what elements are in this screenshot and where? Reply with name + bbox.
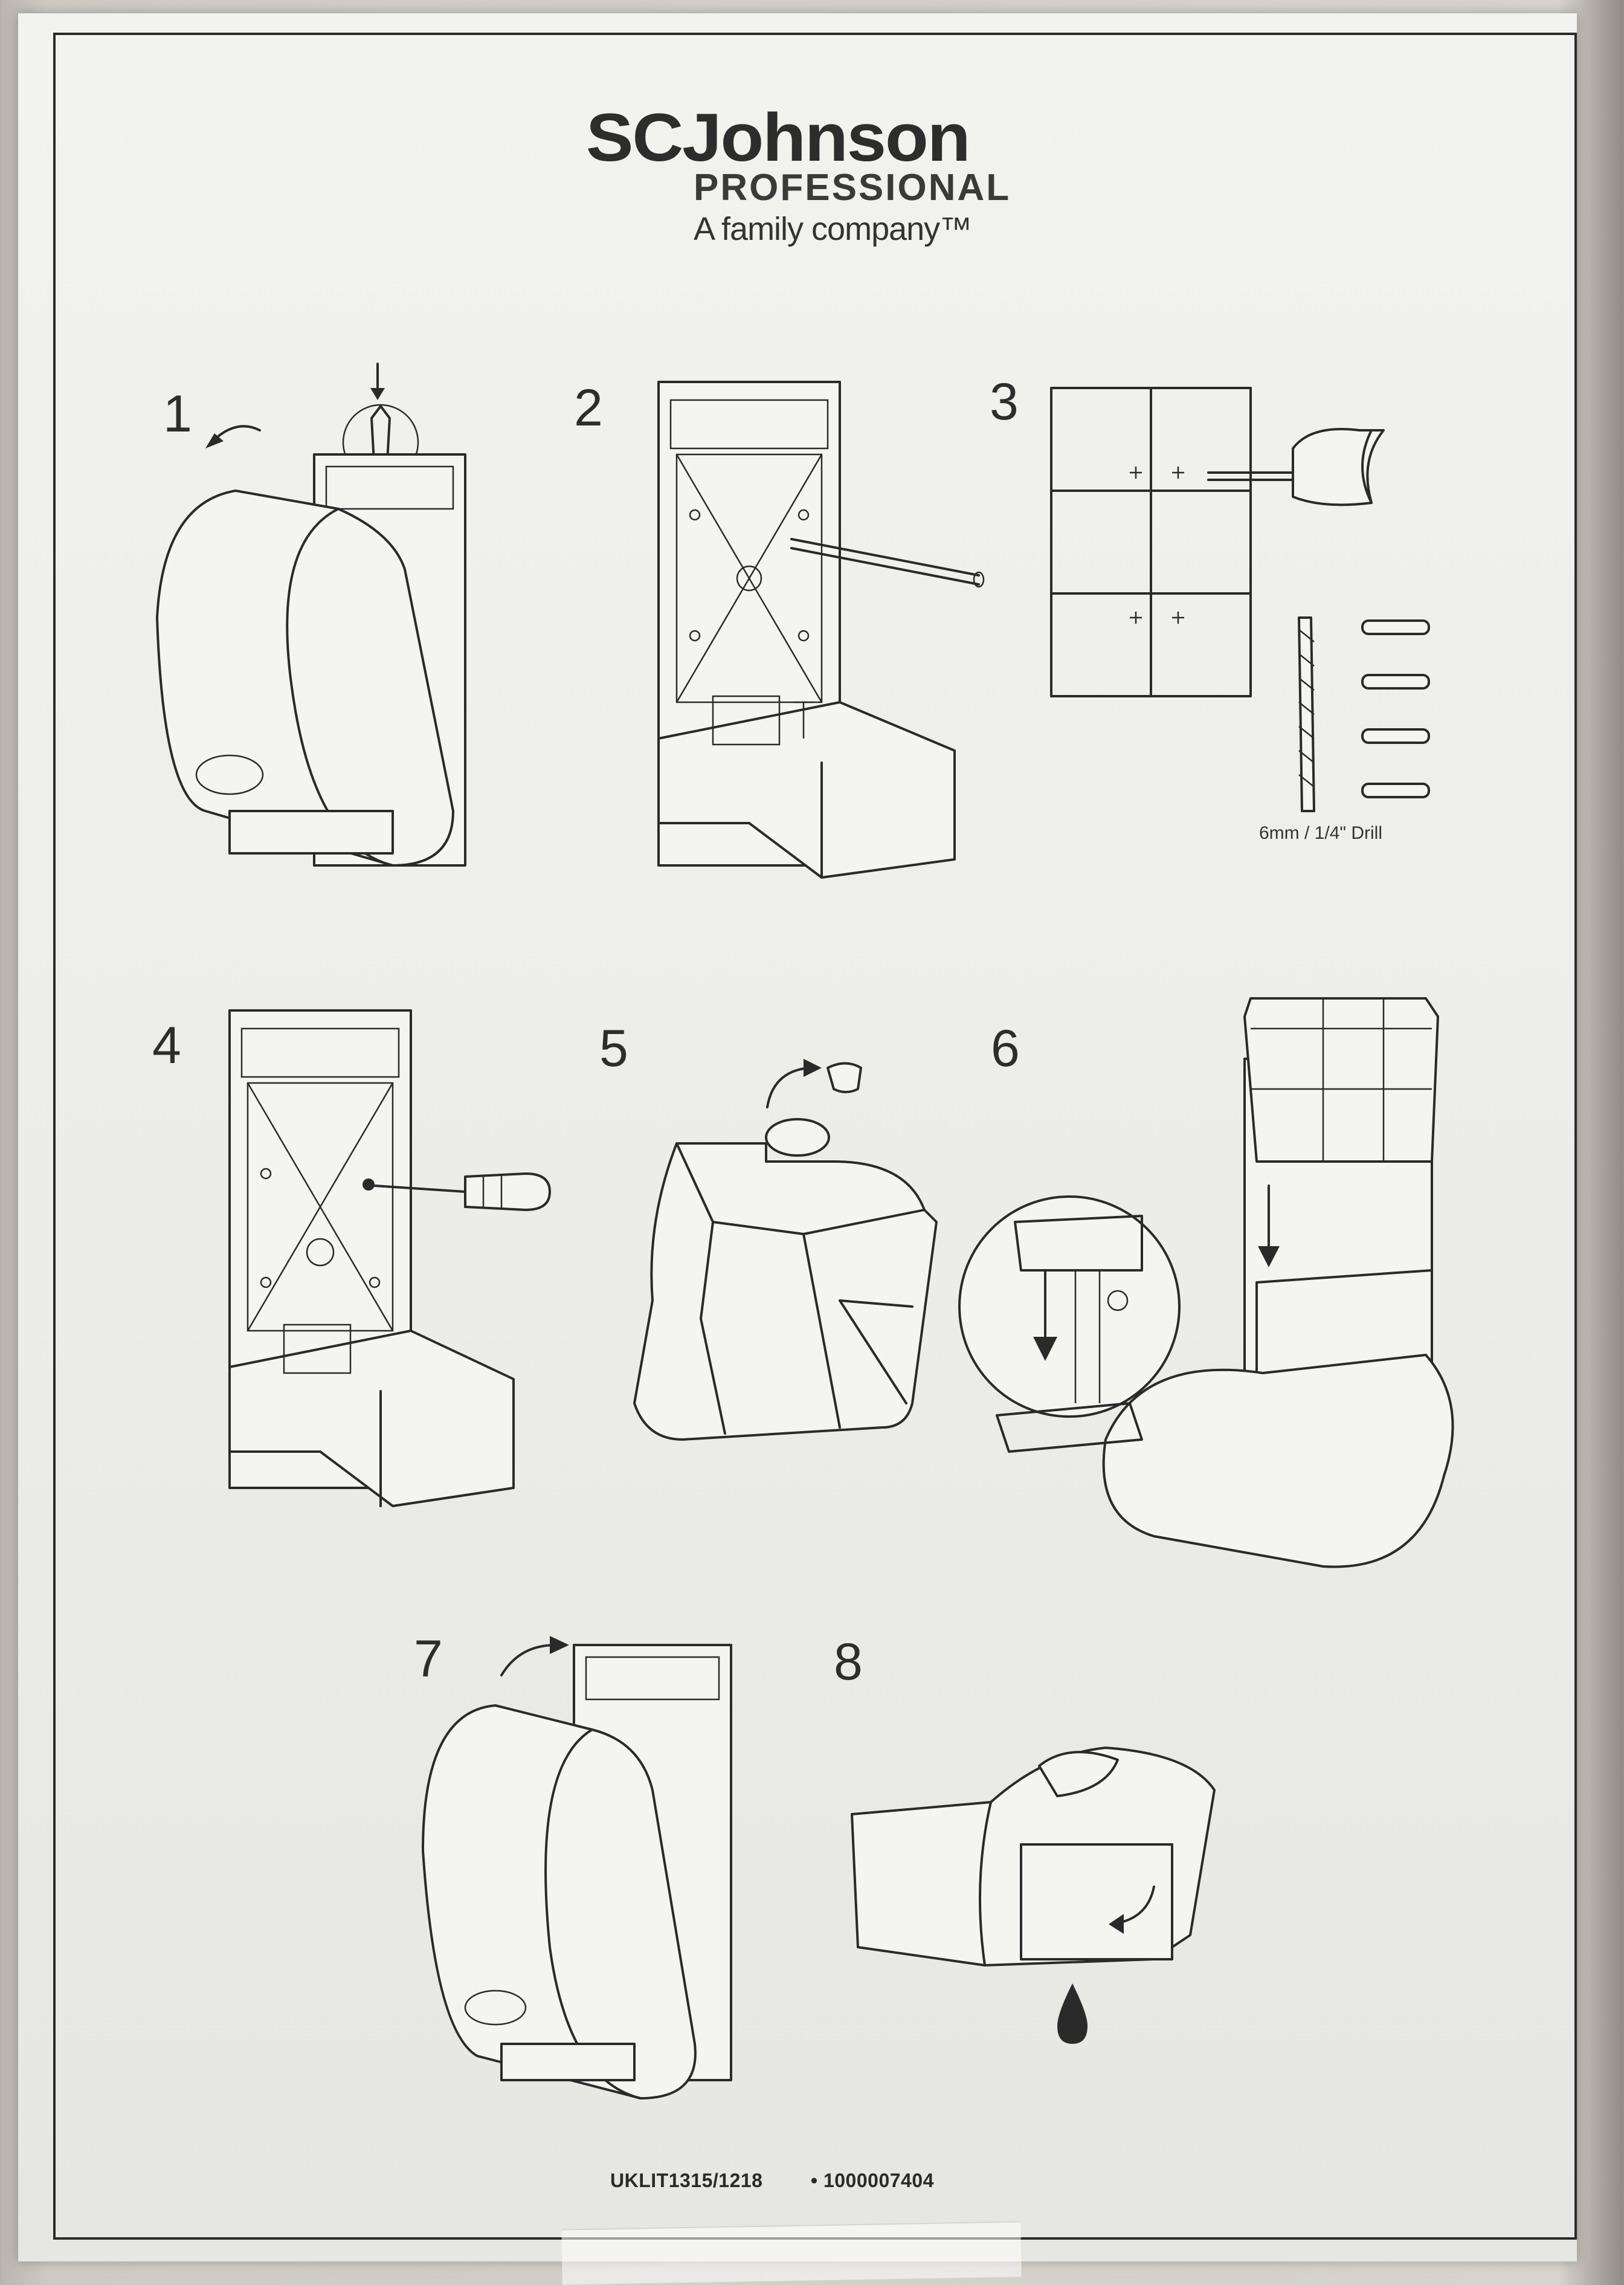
drop-icon [1057,1983,1088,2044]
step-8-number: 8 [834,1633,863,1691]
screwdriver-icon [362,1172,551,1211]
wall-plug-icon [1361,619,1430,798]
logo-tagline: A family company™ [694,211,972,247]
drill-size-label: 6mm / 1/4" Drill [1259,823,1383,843]
step-4-number: 4 [152,1016,181,1075]
step-7-number: 7 [414,1630,443,1688]
instruction-sheet: SCJohnson PROFESSIONAL A family company™… [18,13,1577,2285]
footer-code-right: • 1000007404 [810,2170,934,2191]
step-4-figure [211,992,622,1524]
step-3-figure [1045,382,1432,841]
brand-logo: SCJohnson PROFESSIONAL A family company™ [562,104,1106,261]
step-5-figure [622,1041,949,1464]
document-footer: UKLIT1315/1218 • 1000007404 [610,2170,934,2192]
arrow-curved-icon [766,1067,811,1108]
step-6-figure [958,980,1468,1585]
step-8-figure [840,1742,1226,2056]
footer-code-left: UKLIT1315/1218 [610,2170,763,2191]
step-2-figure [640,364,1009,896]
step-6-number: 6 [991,1020,1020,1078]
step-7-figure [411,1609,749,2116]
arrow-curved-icon [500,1644,557,1676]
logo-brand: SCJohnson [586,100,971,175]
tape-strip [561,2221,1022,2285]
step-1-number: 1 [163,385,192,443]
step-3-number: 3 [990,373,1019,431]
logo-sub: PROFESSIONAL [694,167,1011,208]
step-1-figure [139,352,477,896]
step-2-number: 2 [574,379,603,437]
step-5-number: 5 [599,1020,628,1078]
drill-icon [1207,428,1385,506]
